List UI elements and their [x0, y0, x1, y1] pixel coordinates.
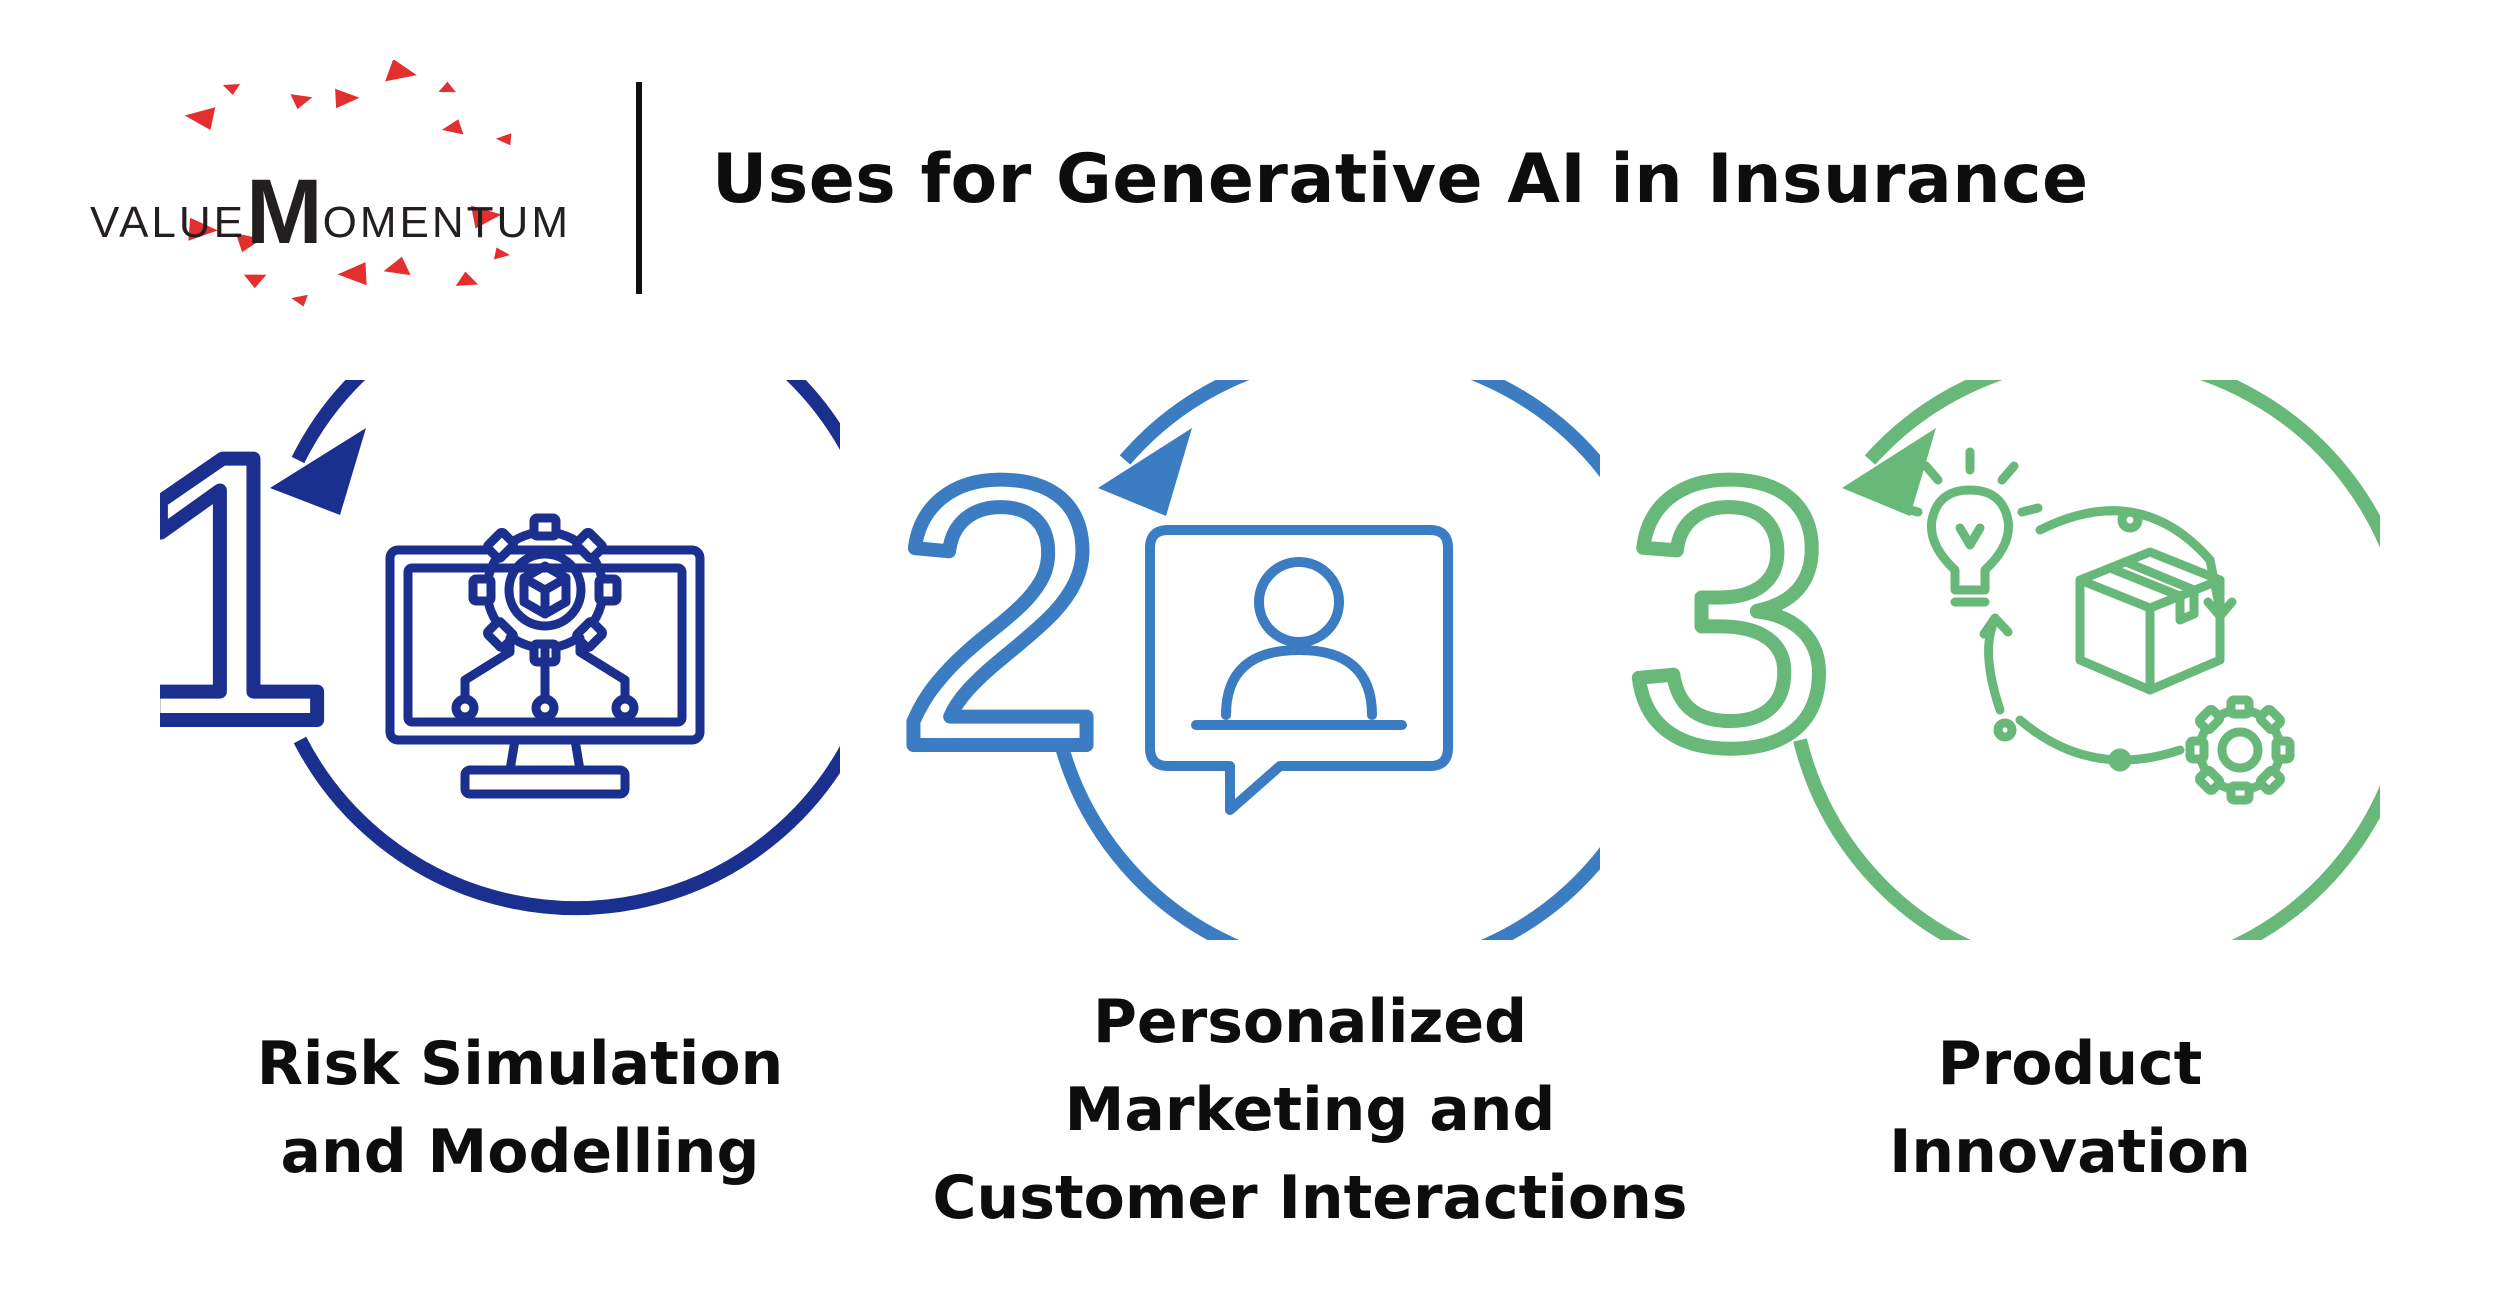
step-1-cycle-arrow	[291, 380, 840, 916]
header-divider	[636, 82, 642, 294]
step-3-graphic: 3	[1620, 380, 2380, 940]
logo-triangle	[441, 119, 464, 135]
gear-tooth	[2255, 765, 2285, 795]
gear-icon	[2185, 695, 2295, 805]
step-3-arrowhead-icon	[1842, 428, 1936, 516]
logo-triangle	[184, 107, 216, 130]
page-title: Uses for Generative AI in Insurance	[712, 140, 2089, 219]
gear-tooth	[2226, 781, 2254, 805]
step-2-arrowhead-icon	[1098, 428, 1192, 516]
logo-triangle	[290, 94, 313, 110]
logo-triangle	[222, 84, 241, 95]
lightbulb-icon	[1926, 485, 2014, 595]
gear-tooth	[2185, 736, 2209, 764]
gear-tooth	[572, 528, 607, 563]
step-2-caption-line: Marketing and	[1064, 1075, 1556, 1145]
gear-tooth	[594, 574, 622, 606]
logo-triangle	[438, 81, 456, 93]
product-cycle-icon	[1897, 447, 2237, 772]
gear-tooth	[483, 528, 518, 563]
logo-triangle	[188, 217, 218, 241]
chat-user-icon	[1145, 525, 1453, 815]
step-2-cycle-arrow	[1053, 380, 1600, 940]
step-2-caption-line: Customer Interactions	[932, 1163, 1688, 1233]
logo-triangle	[291, 294, 308, 307]
gear-tooth	[529, 513, 561, 541]
step-2-number: 2	[894, 401, 1105, 826]
gear-tooth	[2195, 705, 2225, 735]
step-3-number: 3	[1624, 401, 1835, 826]
package-box-icon	[2075, 547, 2225, 695]
logo-triangle	[471, 205, 502, 229]
logo-triangle	[243, 274, 267, 289]
step-2-caption-line: Personalized	[1092, 987, 1528, 1057]
gear-tooth	[2226, 695, 2254, 719]
logo-text-omentum: OMENTUM	[322, 198, 571, 247]
step-3-caption-line: Innovation	[1889, 1117, 2251, 1187]
step-3-caption: Product Innovation	[1760, 1020, 2380, 1196]
logo-triangles-icon	[184, 60, 512, 307]
logo-triangle	[235, 233, 263, 253]
logo-triangle	[385, 60, 417, 82]
step-1-caption-line: and Modelling	[280, 1117, 760, 1187]
step-3-caption-line: Product	[1937, 1029, 2203, 1099]
step-1-caption: Risk Simulation and Modelling	[200, 1020, 840, 1196]
step-1-arrowhead-icon	[270, 428, 366, 515]
monitor-gear-cube-icon	[385, 513, 705, 799]
logo-text-initial: M	[246, 161, 323, 263]
logo-wordmark: VALUEMOMENTUM	[90, 160, 571, 265]
logo-triangle	[335, 88, 360, 109]
gear-tooth	[2255, 705, 2285, 735]
logo-triangle	[383, 256, 411, 276]
gear-tooth	[2195, 765, 2225, 795]
logo-text-value: VALUE	[90, 198, 247, 247]
step-2-caption: Personalized Marketing and Customer Inte…	[900, 978, 1720, 1242]
logo-triangle	[337, 262, 367, 286]
valuemomentum-logo: VALUEMOMENTUM	[80, 60, 600, 310]
logo-triangle	[493, 247, 510, 260]
gear-tooth	[468, 574, 496, 606]
step-2-graphic: 2	[887, 380, 1600, 940]
logo-triangle	[495, 133, 512, 146]
gear-tooth	[2271, 736, 2295, 764]
step-1-caption-line: Risk Simulation	[256, 1029, 784, 1099]
step-1-number: 1	[160, 380, 336, 801]
step-1-graphic: 1	[160, 380, 840, 916]
logo-triangle	[455, 271, 479, 286]
